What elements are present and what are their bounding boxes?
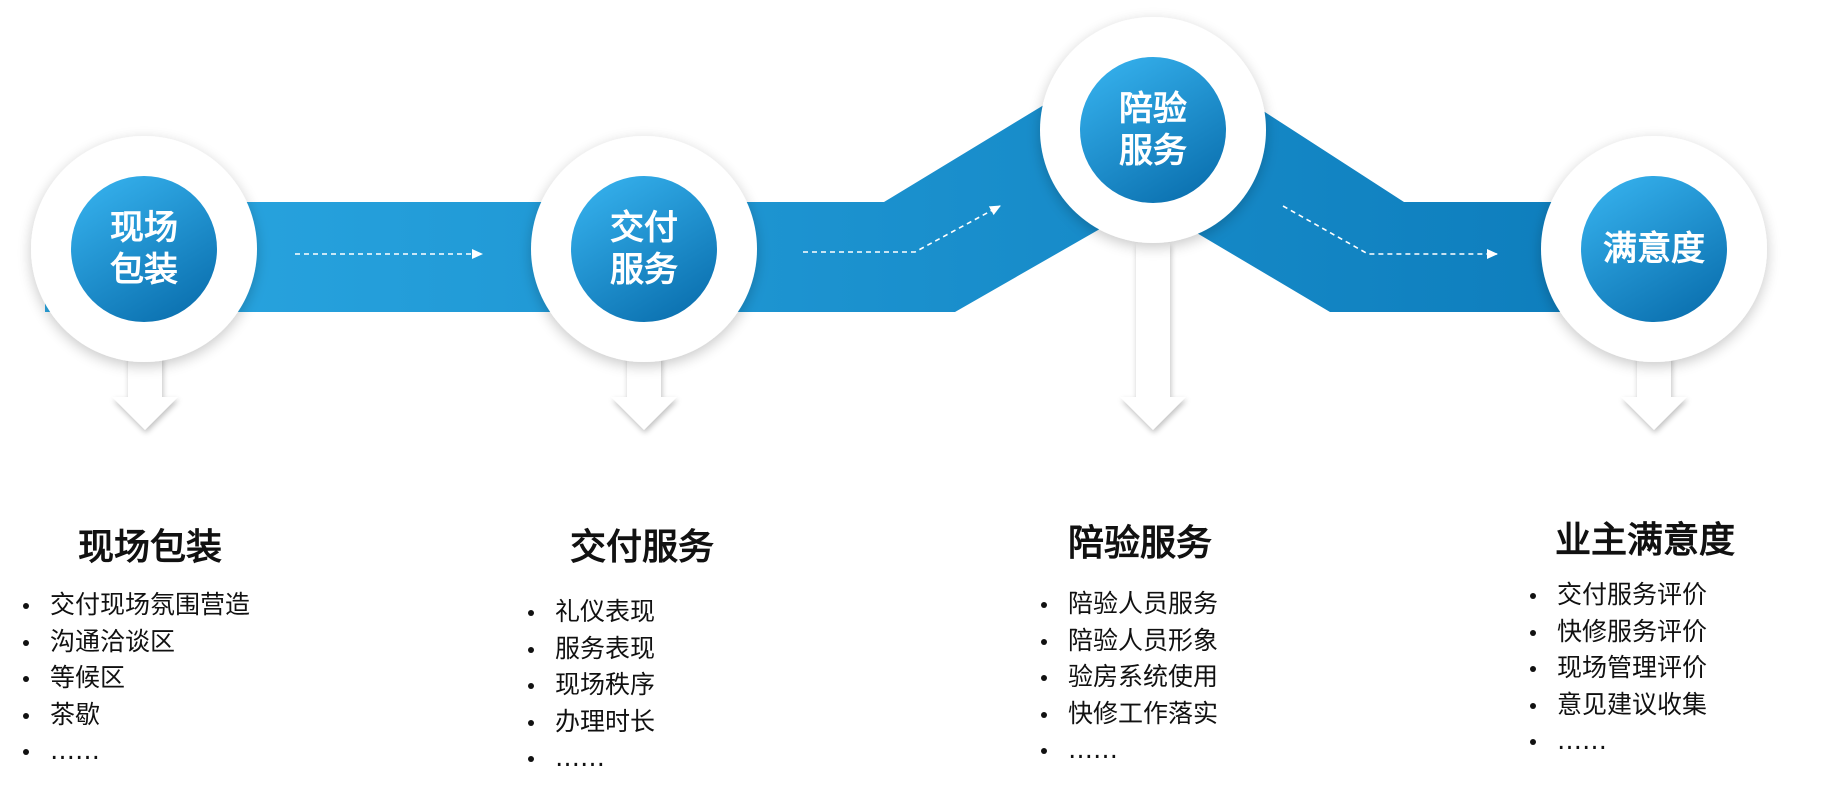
node-core-inspection xyxy=(1080,57,1226,203)
list-item: 服务表现 xyxy=(525,631,655,668)
list-item: …… xyxy=(1038,732,1218,769)
node-core-packaging xyxy=(71,176,217,322)
node-label-inspection: 陪验 服务 xyxy=(1119,89,1187,171)
node-label-packaging: 现场 包装 xyxy=(110,208,178,290)
section-title-delivery: 交付服务 xyxy=(570,527,715,568)
section-title-inspection: 陪验服务 xyxy=(1068,523,1213,564)
list-item: 沟通洽谈区 xyxy=(20,624,250,661)
section-list-packaging: 交付现场氛围营造 沟通洽谈区 等候区 茶歇 …… xyxy=(20,587,250,770)
direction-arrows xyxy=(295,205,1498,259)
dashed-arrow-icon xyxy=(1282,205,1498,259)
down-arrows xyxy=(112,243,1687,430)
list-item: 陪验人员形象 xyxy=(1038,623,1218,660)
list-item: 快修工作落实 xyxy=(1038,696,1218,733)
list-item: 礼仪表现 xyxy=(525,594,655,631)
down-arrow-icon xyxy=(1621,355,1687,430)
flow-band xyxy=(45,94,1575,312)
list-item: 茶歇 xyxy=(20,697,250,734)
flow-nodes xyxy=(31,17,1767,362)
list-item: 交付现场氛围营造 xyxy=(20,587,250,624)
down-arrow-icon xyxy=(611,355,677,430)
section-list-delivery: 礼仪表现 服务表现 现场秩序 办理时长 …… xyxy=(525,594,655,777)
node-core-satisfaction xyxy=(1581,176,1727,322)
node-core-delivery xyxy=(571,176,717,322)
node-label-satisfaction: 满意度 xyxy=(1603,229,1705,269)
section-title-packaging: 现场包装 xyxy=(78,527,223,568)
list-item: 交付服务评价 xyxy=(1527,577,1707,614)
section-list-inspection: 陪验人员服务 陪验人员形象 验房系统使用 快修工作落实 …… xyxy=(1038,586,1218,769)
list-item: 快修服务评价 xyxy=(1527,614,1707,651)
list-item: …… xyxy=(525,740,655,777)
dashed-arrow-icon xyxy=(803,205,1001,253)
list-item: 验房系统使用 xyxy=(1038,659,1218,696)
section-list-satisfaction: 交付服务评价 快修服务评价 现场管理评价 意见建议收集 …… xyxy=(1527,577,1707,760)
list-item: …… xyxy=(1527,723,1707,760)
list-item: 陪验人员服务 xyxy=(1038,586,1218,623)
list-item: 办理时长 xyxy=(525,704,655,741)
down-arrow-icon xyxy=(1120,243,1186,430)
down-arrow-icon xyxy=(112,355,178,430)
list-item: 等候区 xyxy=(20,660,250,697)
list-item: 现场秩序 xyxy=(525,667,655,704)
list-item: …… xyxy=(20,733,250,770)
list-item: 意见建议收集 xyxy=(1527,687,1707,724)
list-item: 现场管理评价 xyxy=(1527,650,1707,687)
node-label-delivery: 交付 服务 xyxy=(610,208,678,290)
section-title-satisfaction: 业主满意度 xyxy=(1555,520,1736,561)
